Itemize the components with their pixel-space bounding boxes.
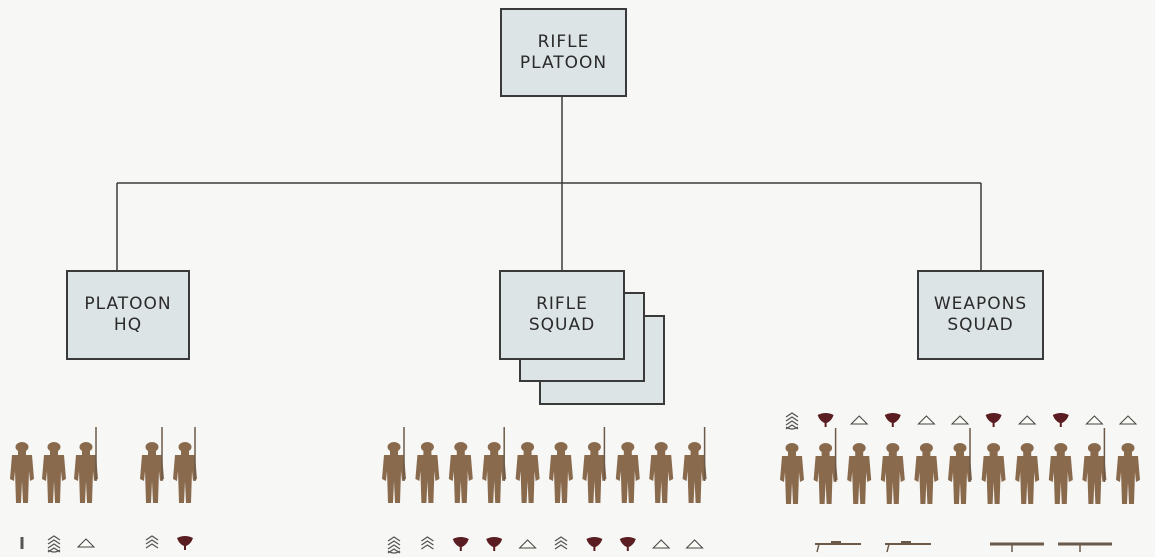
rifle-platoon-box: RIFLE PLATOON (500, 8, 627, 97)
soldier-figure (780, 443, 804, 504)
soldier-figure (515, 442, 540, 503)
rocket-launcher-icon (990, 542, 1044, 552)
staff-sergeant-insignia (145, 535, 159, 549)
soldier-figure (813, 428, 838, 504)
platoon-hq-box: PLATOON HQ (66, 270, 190, 360)
bar-insignia (20, 537, 24, 549)
rifle-platoon-label-1: RIFLE (537, 31, 590, 52)
weapons-squad-box: WEAPONS SQUAD (917, 270, 1044, 360)
soldier-figure (914, 443, 939, 504)
weapons-squad-label-2: SQUAD (947, 315, 1014, 335)
corporal-spade-insignia (586, 537, 603, 551)
corporal-spade-insignia (452, 537, 469, 551)
soldier-figure (448, 442, 473, 503)
soldier-figure (649, 442, 674, 503)
soldier-figure (981, 443, 1006, 504)
soldier-figure (42, 442, 66, 503)
machine-gun-icon (885, 541, 931, 553)
soldier-figure (1015, 443, 1040, 504)
staff-sergeant-insignia (421, 536, 434, 550)
corporal-spade-insignia (884, 413, 901, 427)
soldier-figure (482, 427, 507, 503)
rocket-launcher-icon (1058, 542, 1112, 552)
corporal-spade-insignia (619, 537, 636, 551)
rifle-squad-label-1: RIFLE (536, 294, 588, 314)
private-insignia (685, 539, 704, 549)
rifle-squad-box: RIFLE SQUAD (499, 270, 625, 360)
soldier-figure (880, 443, 905, 504)
staff-sergeant-insignia (554, 536, 568, 550)
corporal-spade-insignia (817, 413, 834, 427)
private-insignia (950, 415, 970, 425)
soldier-figure (682, 427, 707, 503)
private-insignia (76, 538, 96, 548)
private-insignia (1118, 415, 1138, 425)
corporal-spade-insignia (1052, 413, 1069, 427)
private-insignia (651, 539, 671, 549)
sergeant-rockers-insignia (387, 536, 401, 554)
soldier-figure (582, 427, 607, 503)
soldier-figure (1048, 443, 1073, 504)
soldier-figure (74, 427, 98, 503)
private-insignia (849, 415, 869, 425)
corporal-spade-insignia (177, 536, 193, 550)
weapons-squad-label-1: WEAPONS (933, 294, 1028, 314)
platoon-hq-label-1: PLATOON (84, 294, 172, 314)
corporal-spade-insignia (486, 537, 503, 551)
sergeant-rockers-insignia (47, 535, 61, 553)
private-insignia (1017, 415, 1037, 425)
corporal-spade-insignia (985, 413, 1002, 427)
private-insignia (917, 415, 936, 425)
platoon-hq-label-2: HQ (113, 315, 143, 335)
private-insignia (1085, 415, 1104, 425)
soldier-figure (549, 442, 573, 503)
soldier-figure (1082, 428, 1107, 504)
soldier-figure (847, 443, 872, 504)
soldier-figure (173, 427, 197, 503)
rifle-squad-label-2: SQUAD (528, 315, 596, 335)
soldier-figure (615, 442, 640, 503)
private-insignia (518, 539, 537, 549)
soldier-figure (382, 427, 406, 503)
personnel-figures (10, 412, 1140, 554)
sergeant-rockers-insignia (785, 412, 799, 430)
soldier-figure (140, 427, 164, 503)
soldier-figure (10, 442, 34, 503)
soldier-figure (415, 442, 440, 503)
soldier-figure (1116, 443, 1140, 504)
machine-gun-icon (815, 541, 861, 553)
soldier-figure (948, 428, 972, 504)
rifle-platoon-label-2: PLATOON (519, 52, 608, 73)
